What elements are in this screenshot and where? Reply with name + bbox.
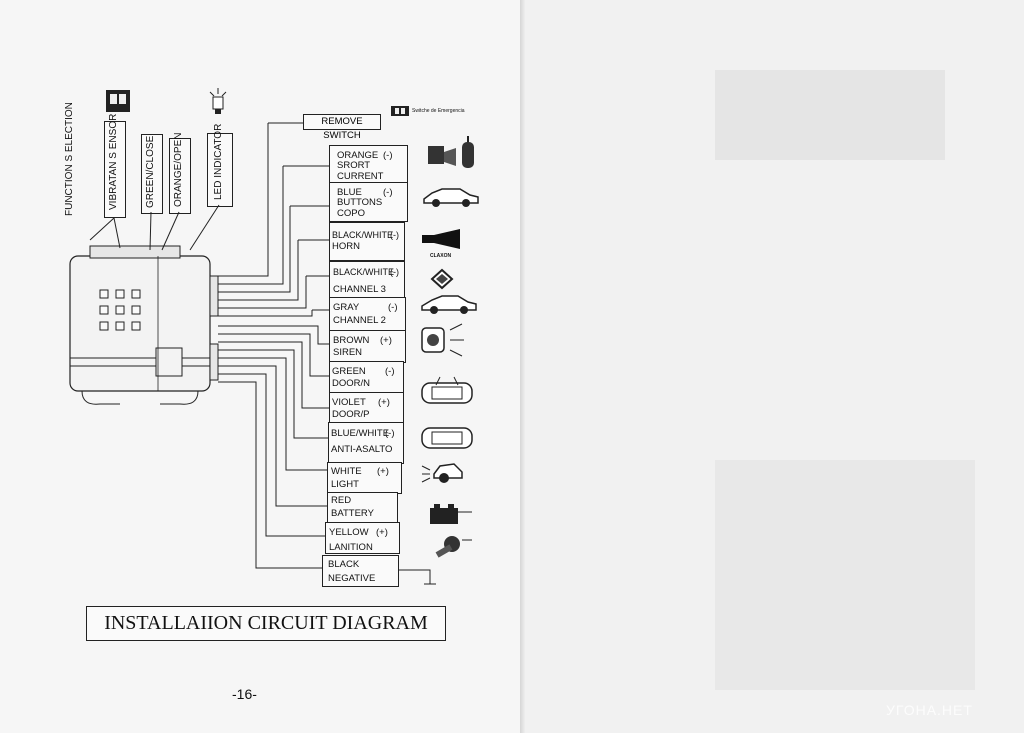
siren-icon (421, 323, 464, 357)
wire-desc-brown: SIREN (333, 347, 363, 358)
claxon-label: CLAXON (430, 253, 452, 259)
wire-polarity-violet: (+) (378, 397, 390, 408)
green-close-box (141, 134, 163, 214)
diagram-title: INSTALLAIION CIRCUIT DIAGRAM (104, 612, 428, 634)
wire-polarity-gray: (-) (388, 302, 398, 313)
wire-polarity-yellow: (+) (376, 527, 388, 538)
wire-name-brown: BROWN (333, 335, 370, 346)
wire-desc-yellow: LANITION (329, 542, 373, 553)
wire-name-white: WHITE (331, 466, 362, 477)
wire-polarity-blue: (-) (383, 187, 393, 198)
remove-switch-label: REMOVE SWITCH (303, 114, 381, 141)
wire-box-green (329, 361, 404, 394)
function-switch-icon (106, 90, 130, 112)
wire-polarity-green: (-) (385, 366, 395, 377)
wire-name-black: BLACK (328, 559, 360, 570)
right-page: УГОНА.НЕТ (525, 0, 1024, 733)
remote-icon (430, 268, 454, 290)
car-door-p-icon (421, 427, 473, 449)
car-channel-icon (421, 295, 477, 314)
wire-box-black (322, 555, 399, 587)
car-door-n-icon (421, 376, 473, 404)
wire-desc-red: BATTERY (331, 508, 374, 519)
wire-desc-black-white-ch3: CHANNEL 3 (333, 284, 386, 295)
wire-name-gray: GRAY (333, 302, 360, 313)
fuel-pump-icon (428, 136, 474, 168)
wire-box-orange (329, 145, 408, 184)
wire-name-violet: VIOLET (332, 397, 366, 408)
horn-icon (422, 229, 460, 249)
diagram-title-box: INSTALLAIION CIRCUIT DIAGRAM (86, 606, 446, 641)
wire-name-green: GREEN (332, 366, 366, 377)
wire-box-yellow (325, 522, 400, 554)
wiring-lines (89, 122, 329, 569)
wire-polarity-brown: (+) (380, 335, 392, 346)
wire-name-orange: ORANGE (337, 150, 379, 161)
wire-box-white (327, 462, 402, 494)
wire-name-blue: BLUE (337, 187, 362, 198)
wire-box-brown (329, 330, 406, 363)
emergency-switch-icon (391, 106, 409, 116)
page-number: -16- (232, 686, 257, 702)
wire-polarity-white: (+) (377, 466, 389, 477)
wire-desc-blue: BUTTONS COPO (337, 197, 383, 219)
wire-desc-black: NEGATIVE (328, 573, 376, 584)
vibration-sensor-box (104, 121, 126, 218)
car-light-icon (421, 463, 463, 483)
wire-box-blue-white (328, 422, 404, 464)
wire-box-black-white-horn (329, 222, 405, 261)
wire-desc-green: DOOR/N (332, 378, 370, 389)
emergency-switch-label: Switche de Emergencia (412, 108, 465, 114)
control-unit (69, 245, 219, 405)
ground-icon (398, 569, 436, 585)
bleed-through-shape (715, 70, 975, 690)
wire-polarity-orange: (-) (383, 150, 393, 161)
watermark: УГОНА.НЕТ (886, 702, 973, 718)
wire-name-blue-white: BLUE/WHITE (331, 428, 390, 439)
led-bulb-icon (209, 88, 227, 114)
battery-icon (430, 504, 472, 524)
wire-name-black-white-ch3: BLACK/WHITE (333, 267, 395, 277)
wire-desc-orange: SRORT CURRENT (337, 160, 384, 182)
wire-desc-gray: CHANNEL 2 (333, 315, 386, 326)
ignition-key-icon (435, 536, 472, 558)
led-indicator-box (207, 133, 233, 207)
wire-desc-white: LIGHT (331, 479, 359, 490)
wire-name-yellow: YELLOW (329, 527, 369, 538)
wire-polarity-blue-white: (-) (385, 428, 395, 439)
wire-box-blue (329, 182, 408, 222)
wire-name-black-white-horn: BLACK/WHITE (332, 230, 394, 240)
car-sedan-icon (423, 188, 479, 207)
wire-desc-blue-white: ANTI-ASALTO (331, 444, 393, 455)
wire-desc-violet: DOOR/P (332, 409, 370, 420)
orange-open-box (169, 138, 191, 214)
wire-desc-black-white-horn: HORN (332, 241, 360, 252)
wire-name-red: RED (331, 495, 352, 506)
left-page: FUNCTION S ELECTION VIBRATAN S ENSOR GRE… (0, 0, 525, 733)
wire-polarity-black-white-horn: (-) (390, 230, 399, 240)
wire-polarity-black-white-ch3: (-) (390, 267, 399, 277)
